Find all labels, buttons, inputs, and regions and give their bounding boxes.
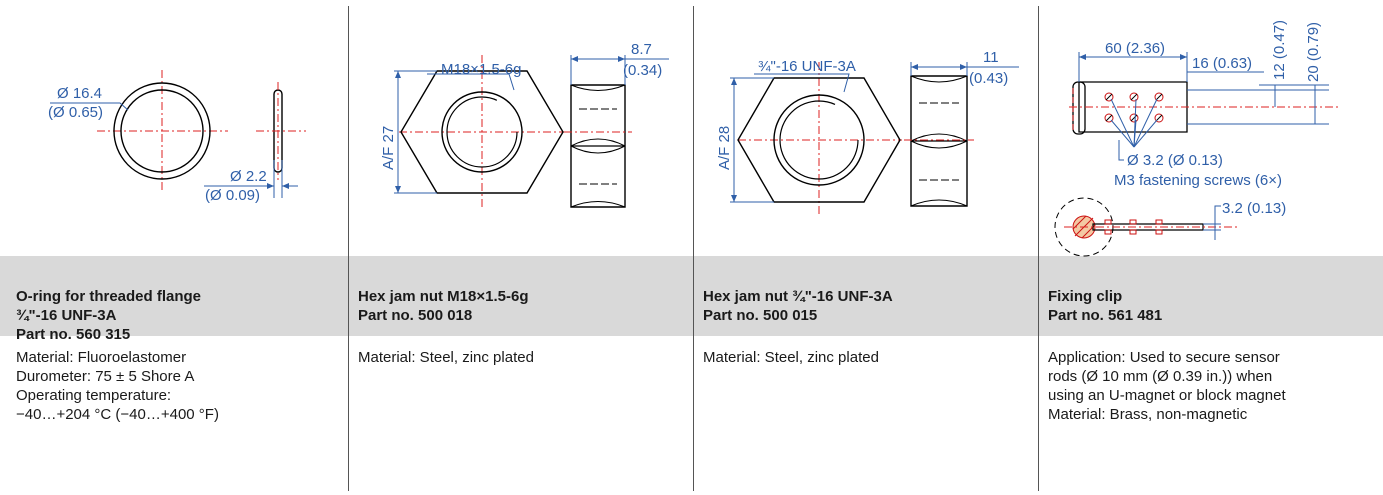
description-line: rods (Ø 10 mm (Ø 0.39 in.)) when: [1048, 368, 1273, 385]
across-flats-label: A/F 28: [716, 125, 733, 170]
hexnut-unf-drawing: ¾"-16 UNF-3A A/F 28 11 (0.43): [694, 0, 1038, 255]
hexnut-unf-header: Hex jam nut ¾"-16 UNF-3A Part no. 500 01…: [703, 287, 893, 325]
hexnut-m18-description: Material: Steel, zinc plated: [358, 348, 534, 367]
header-line: Part no. 561 481: [1048, 307, 1163, 324]
width-label: 8.7: [631, 41, 652, 58]
length-label: 60 (2.36): [1105, 40, 1166, 57]
screws-label: M3 fastening screws (6×): [1114, 172, 1282, 189]
thread-label: ¾"-16 UNF-3A: [758, 58, 856, 75]
height2-label: 20 (0.79): [1305, 21, 1322, 82]
header-line: Fixing clip: [1048, 288, 1123, 305]
hole-label: Ø 3.2 (Ø 0.13): [1127, 152, 1223, 169]
thickness-label: 3.2 (0.13): [1222, 200, 1287, 217]
oring-section-inch-label: (Ø 0.09): [205, 187, 261, 204]
fixing-clip-drawing: 60 (2.36) 16 (0.63) 12 (0.47) 20 (0.79) …: [1039, 0, 1383, 255]
header-line: ¾"-16 UNF-3A: [16, 307, 117, 324]
header-line: Part no. 560 315: [16, 326, 131, 343]
header-line: O-ring for threaded flange: [16, 288, 202, 305]
hexnut-unf-svg: [694, 0, 1038, 255]
oring-diameter-label: Ø 16.4: [57, 85, 103, 102]
hexnut-unf-description: Material: Steel, zinc plated: [703, 348, 879, 367]
description-line: −40…+204 °C (−40…+400 °F): [16, 406, 219, 423]
fixing-clip-description: Application: Used to secure sensor rods …: [1048, 348, 1286, 424]
column-separator: [693, 6, 694, 491]
description-line: Application: Used to secure sensor: [1048, 349, 1280, 366]
header-line: Part no. 500 018: [358, 307, 473, 324]
header-band: [0, 256, 1383, 336]
oring-svg: [0, 0, 348, 255]
hexnut-m18-drawing: M18×1.5-6g A/F 27 8.7 (0.34): [349, 0, 693, 255]
description-line: Material: Steel, zinc plated: [358, 349, 534, 366]
hexnut-m18-svg: [349, 0, 693, 255]
oring-description: Material: Fluoroelastomer Durometer: 75 …: [16, 348, 219, 424]
description-line: Material: Fluoroelastomer: [16, 349, 187, 366]
oring-section-label: Ø 2.2: [230, 168, 267, 185]
description-line: Material: Steel, zinc plated: [703, 349, 879, 366]
oring-drawing: Ø 16.4 (Ø 0.65) Ø 2.2 (Ø 0.09): [0, 0, 348, 255]
hexnut-m18-header: Hex jam nut M18×1.5-6g Part no. 500 018: [358, 287, 528, 325]
column-separator: [1038, 6, 1039, 491]
width-inch-label: (0.34): [623, 62, 663, 79]
oring-header: O-ring for threaded flange ¾"-16 UNF-3A …: [16, 287, 201, 344]
column-separator: [348, 6, 349, 491]
header-line: Part no. 500 015: [703, 307, 818, 324]
width-inch-label: (0.43): [969, 70, 1009, 87]
fixing-clip-svg: [1039, 0, 1383, 255]
header-line: Hex jam nut M18×1.5-6g: [358, 288, 529, 305]
thread-label: M18×1.5-6g: [441, 61, 522, 78]
description-line: Durometer: 75 ± 5 Shore A: [16, 368, 195, 385]
header-line: Hex jam nut ¾"-16 UNF-3A: [703, 288, 893, 305]
width-label: 11: [983, 49, 999, 66]
length2-label: 16 (0.63): [1192, 55, 1253, 72]
height1-label: 12 (0.47): [1271, 19, 1288, 80]
fixing-clip-header: Fixing clip Part no. 561 481: [1048, 287, 1162, 325]
description-line: using an U-magnet or block magnet: [1048, 387, 1286, 404]
description-line: Operating temperature:: [16, 387, 172, 404]
oring-diameter-inch-label: (Ø 0.65): [48, 104, 104, 121]
across-flats-label: A/F 27: [380, 125, 397, 170]
description-line: Material: Brass, non-magnetic: [1048, 406, 1248, 423]
